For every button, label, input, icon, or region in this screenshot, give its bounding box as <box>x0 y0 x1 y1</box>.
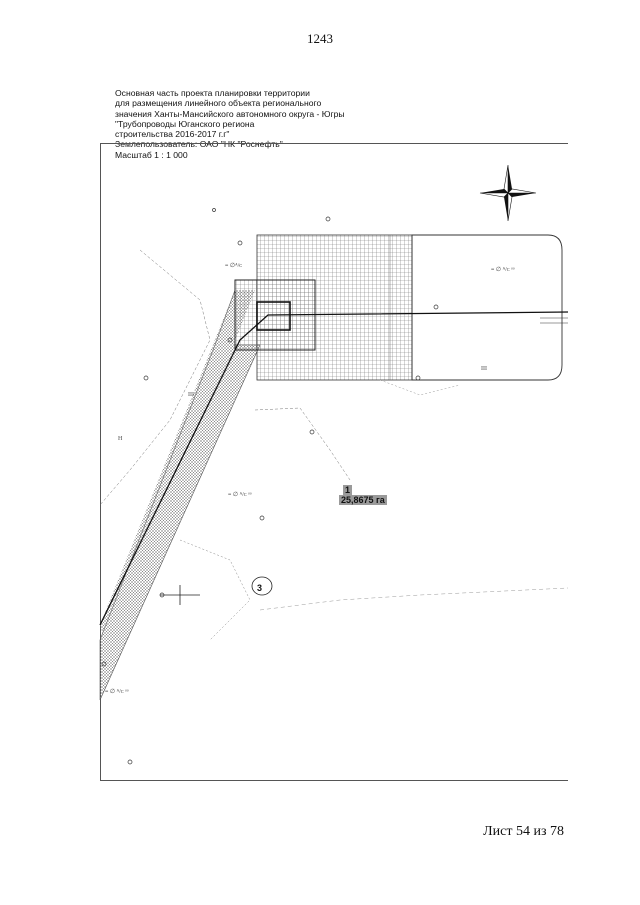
site-hatched-area <box>256 234 413 381</box>
plot-area-label: 25,8675 га <box>339 495 387 505</box>
scale-line: Масштаб 1 : 1 000 <box>115 149 188 160</box>
land-user-line: Землепользователь: ОАО "НК "Роснефть" <box>115 139 283 150</box>
corridor-strip <box>100 290 255 660</box>
plot-number: 1 <box>343 485 353 495</box>
contour-line <box>99 249 211 506</box>
contour-line <box>379 379 461 396</box>
title-block: Основная часть проекта планировки террит… <box>115 88 345 160</box>
contour-line <box>259 587 569 611</box>
circle-marker-label: 3 <box>257 583 263 593</box>
contour-line <box>179 539 251 641</box>
svg-text:≡ ∅ ᴬ/ᴄ ᵒᵒ: ≡ ∅ ᴬ/ᴄ ᵒᵒ <box>105 688 129 695</box>
north-arrow-icon <box>479 164 537 222</box>
site-core-square <box>256 301 291 331</box>
svg-text:≡ ∅ ᴬ/ᴄ ᵒᵒ: ≡ ∅ ᴬ/ᴄ ᵒᵒ <box>228 491 252 498</box>
title-line: Основная часть проекта планировки террит… <box>115 88 310 98</box>
svg-text:H: H <box>118 436 123 442</box>
survey-cross <box>160 585 200 605</box>
title-line: значения Ханты-Мансийского автономного о… <box>115 108 345 119</box>
title-line: для размещения линейного объекта региона… <box>115 98 322 109</box>
svg-text:≡ ∅ ᴬ/ᴄ ᵒᵒ: ≡ ∅ ᴬ/ᴄ ᵒᵒ <box>491 266 515 273</box>
site-outline <box>411 234 563 381</box>
svg-text:III: III <box>188 392 194 398</box>
title-line: "Трубопроводы Юганского региона <box>115 118 255 129</box>
circle-marker <box>251 576 273 596</box>
contour-line <box>254 407 351 481</box>
survey-points <box>101 208 439 765</box>
map-annotations: ≡ ∅ᴬ/ᴄ ≡ ∅ ᴬ/ᴄ ᵒᵒ ≡ ∅ ᴬ/ᴄ ᵒᵒ ≡ ∅ ᴬ/ᴄ ᵒᵒ … <box>105 262 515 695</box>
svg-text:III: III <box>481 366 487 372</box>
pipeline-line <box>99 311 569 626</box>
map-frame <box>100 143 568 781</box>
title-line: строительства 2016-2017 г.г" <box>115 129 230 140</box>
svg-text:≡ ∅ᴬ/ᴄ: ≡ ∅ᴬ/ᴄ <box>225 262 242 269</box>
sheet-counter: Лист 54 из 78 <box>483 824 564 839</box>
page-number: 1243 <box>307 31 333 46</box>
